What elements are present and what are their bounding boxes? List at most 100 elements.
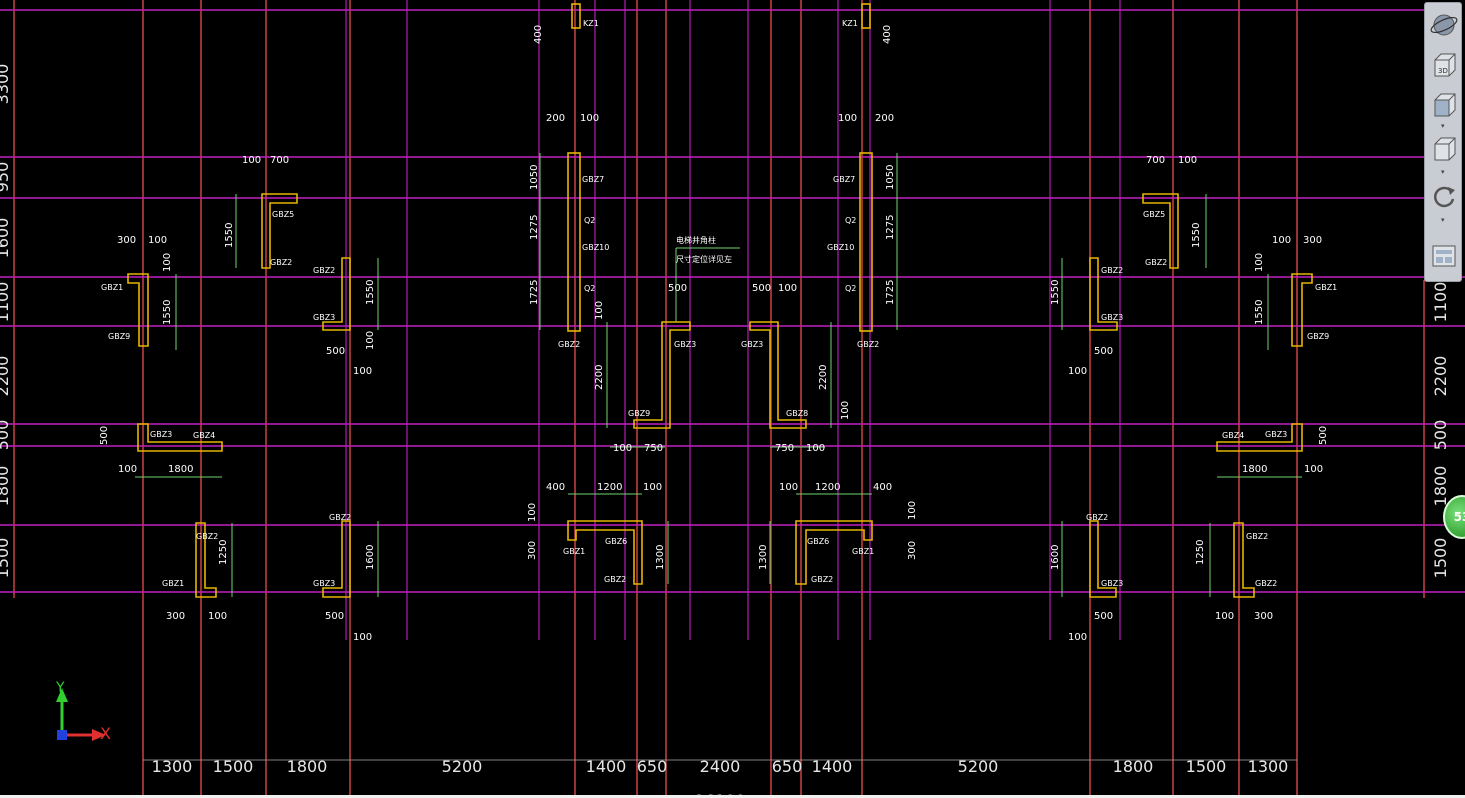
dim-text: 750 <box>775 443 794 454</box>
wall-tag: GBZ1 <box>563 547 585 556</box>
caret-down-icon[interactable]: ▾ <box>1441 168 1445 176</box>
dim-text: 300 <box>1254 611 1273 622</box>
wall-tag: GBZ9 <box>628 409 650 418</box>
dim-text: 400 <box>533 25 544 44</box>
col-dim-7: 2400 <box>700 757 741 776</box>
dim-text: 750 <box>644 443 663 454</box>
dim-text: 500 <box>1094 346 1113 357</box>
wall-tag: GBZ3 <box>150 430 172 439</box>
caret-down-icon[interactable]: ▾ <box>1441 216 1445 224</box>
dim-text: 300 <box>117 235 136 246</box>
dim-text: 400 <box>882 25 893 44</box>
row-dim-l4: 1100 <box>0 282 12 323</box>
wall-tag: GBZ3 <box>741 340 763 349</box>
dim-text: 500 <box>752 283 771 294</box>
dim-text: 100 <box>242 155 261 166</box>
annotation-text: 尺寸定位详见左 <box>676 254 732 264</box>
wall-tag: GBZ2 <box>811 575 833 584</box>
dim-text: 100 <box>1068 366 1087 377</box>
dim-text: 400 <box>546 482 565 493</box>
dim-text: 100 <box>148 235 167 246</box>
cube-iso-icon <box>1434 137 1456 161</box>
dim-text: 1550 <box>1050 280 1061 305</box>
navigation-wheel-button[interactable] <box>1428 7 1460 43</box>
dim-text: 1600 <box>365 545 376 570</box>
wall-tag: GBZ1 <box>162 579 184 588</box>
dim-text: 100 <box>1068 632 1087 643</box>
row-dim-l8: 1500 <box>0 538 12 579</box>
wall-tags: KZ1 KZ1 GBZ7 GBZ7 Q2 Q2 GBZ10 GBZ10 Q2 Q… <box>101 19 1337 588</box>
wall-tag: GBZ2 <box>558 340 580 349</box>
wall-tag: GBZ2 <box>604 575 626 584</box>
dim-text: 700 <box>270 155 289 166</box>
wall-tag: Q2 <box>845 284 856 293</box>
wall-tag: GBZ6 <box>605 537 627 546</box>
wall-tag: GBZ10 <box>827 243 854 252</box>
row-dim-r5: 1500 <box>1431 538 1450 579</box>
view-cube-button[interactable] <box>1428 87 1460 123</box>
film-strip-icon <box>1432 245 1456 267</box>
dim-text: 1250 <box>218 540 229 565</box>
overall-dim: 26100 <box>695 791 746 798</box>
show-motion-button[interactable] <box>1428 237 1460 273</box>
wall-tag: KZ1 <box>842 19 858 28</box>
col-dim-11: 1800 <box>1113 757 1154 776</box>
wall-tag: GBZ9 <box>1307 332 1329 341</box>
dim-text: 1800 <box>1242 464 1267 475</box>
wall-tag: GBZ1 <box>852 547 874 556</box>
col-dim-9: 1400 <box>812 757 853 776</box>
dim-text: 1200 <box>815 482 840 493</box>
dim-text: 100 <box>840 401 851 420</box>
dim-text: 1200 <box>597 482 622 493</box>
dim-text: 300 <box>527 541 538 560</box>
wall-tag: GBZ7 <box>833 175 855 184</box>
cube-3d-icon: 3D <box>1434 53 1456 77</box>
wall-tag: GBZ2 <box>270 258 292 267</box>
ucs-axis-icon <box>56 688 106 741</box>
dim-text: 2200 <box>594 365 605 390</box>
wall-tag: GBZ1 <box>101 283 123 292</box>
row-dim-l7: 1800 <box>0 466 12 507</box>
dim-text: 2200 <box>818 365 829 390</box>
wall-tag: GBZ3 <box>313 579 335 588</box>
caret-down-icon[interactable]: ▾ <box>1441 122 1445 130</box>
dim-text: 100 <box>353 366 372 377</box>
dim-text: 1050 <box>529 165 540 190</box>
wall-tag: GBZ3 <box>1265 430 1287 439</box>
dim-text: 100 <box>1178 155 1197 166</box>
svg-text:3D: 3D <box>1438 67 1448 75</box>
wall-tag: GBZ2 <box>329 513 351 522</box>
dim-text: 100 <box>779 482 798 493</box>
dim-text: 100 <box>580 113 599 124</box>
orbit-button[interactable] <box>1428 179 1460 215</box>
shear-walls <box>127 3 1313 598</box>
navigation-bar: 3D ▾ ▾ ▾ <box>1424 2 1462 282</box>
view-iso-button[interactable] <box>1428 131 1460 167</box>
3d-view-button[interactable]: 3D <box>1428 47 1460 83</box>
ucs-y-label: Y <box>56 680 65 696</box>
col-dim-5: 1400 <box>586 757 627 776</box>
wall-tag: GBZ3 <box>674 340 696 349</box>
wall-tag: GBZ8 <box>786 409 808 418</box>
wall-tag: GBZ7 <box>582 175 604 184</box>
wall-tag: GBZ9 <box>108 332 130 341</box>
dim-text: 400 <box>873 482 892 493</box>
dim-text: 1275 <box>885 215 896 240</box>
dim-text: 100 <box>1304 464 1323 475</box>
row-dim-r3: 500 <box>1431 420 1450 451</box>
wall-tag: GBZ2 <box>1086 513 1108 522</box>
dim-text: 1250 <box>1195 540 1206 565</box>
vertical-axis-lines <box>13 0 1425 798</box>
wall-tag: GBZ5 <box>1143 210 1165 219</box>
status-strip <box>0 795 1465 798</box>
wall-tag: GBZ5 <box>272 210 294 219</box>
row-dim-r1: 1100 <box>1431 282 1450 323</box>
horizontal-axis-lines <box>0 9 1465 593</box>
dim-text: 100 <box>778 283 797 294</box>
orbit-globe-icon <box>1430 14 1458 36</box>
wall-tag: GBZ2 <box>857 340 879 349</box>
secondary-axis-lines <box>345 0 1121 640</box>
ucs-x-label: X <box>100 724 111 743</box>
orbit-rotate-icon <box>1433 186 1455 208</box>
